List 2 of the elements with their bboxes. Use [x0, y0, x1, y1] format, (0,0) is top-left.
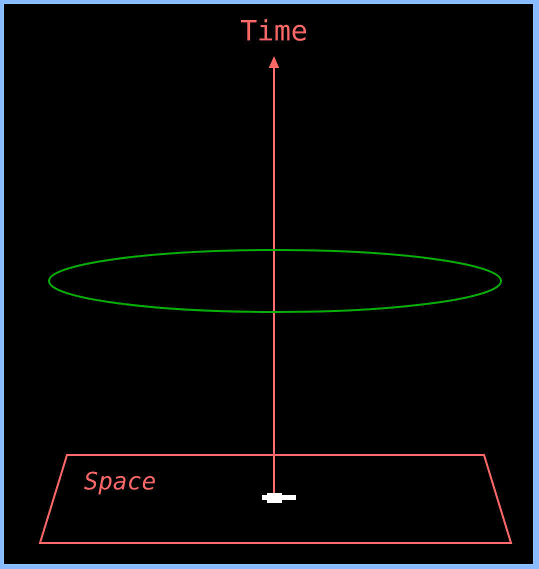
axis-label: Time [240, 19, 306, 41]
ellipse [48, 249, 502, 313]
